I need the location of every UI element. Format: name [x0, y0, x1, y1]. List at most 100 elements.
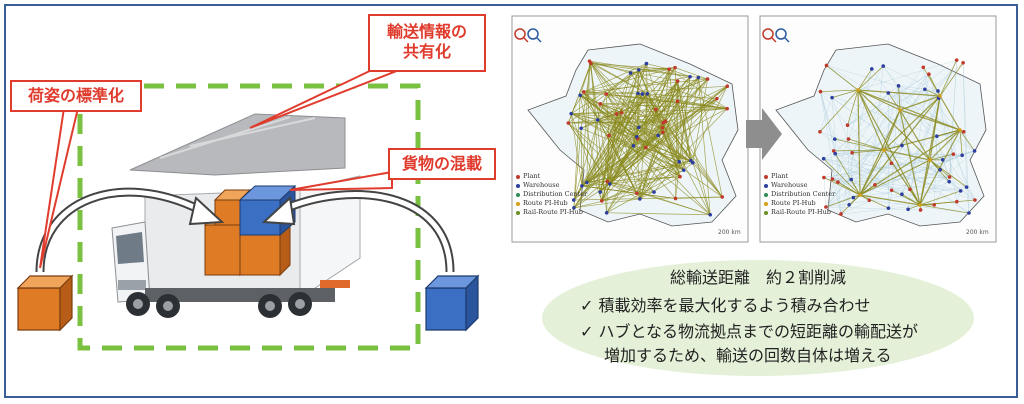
- route-line: [586, 108, 728, 183]
- route-line: [590, 62, 670, 70]
- node-marker: [628, 71, 633, 75]
- route-line: [939, 95, 961, 131]
- route-line: [605, 93, 637, 138]
- node-marker: [579, 126, 583, 131]
- node-marker: [604, 211, 609, 215]
- route-line: [835, 153, 963, 156]
- route-line: [579, 95, 603, 201]
- route-line: [907, 204, 921, 210]
- route-line: [645, 147, 711, 216]
- zoom-in-icon[interactable]: [514, 28, 529, 43]
- node-marker: [839, 212, 843, 216]
- route-line: [583, 91, 638, 194]
- route-line: [898, 85, 901, 111]
- route-line: [636, 98, 717, 138]
- route-line: [823, 158, 903, 195]
- route-line: [857, 89, 921, 206]
- route-line: [568, 93, 607, 124]
- node-marker: [833, 151, 837, 156]
- node-marker: [619, 110, 624, 115]
- route-line: [901, 145, 976, 201]
- route-line: [919, 201, 957, 206]
- loose-blue-box: [424, 274, 480, 332]
- route-line: [859, 194, 921, 206]
- node-marker: [836, 180, 840, 184]
- route-line: [899, 109, 921, 206]
- legend-warehouse: Warehouse: [523, 181, 560, 189]
- node-marker: [675, 99, 680, 104]
- node-marker: [637, 125, 641, 130]
- route-line: [586, 61, 590, 183]
- zoom-out-icon[interactable]: [775, 28, 790, 43]
- route-line: [929, 159, 967, 188]
- node-marker: [673, 65, 677, 70]
- summary-block: 総輸送距離 約２割削減 ✓ 積載効率を最大化するよう積み合わせ ✓ ハブとなる物…: [548, 254, 968, 378]
- route-line: [608, 135, 638, 194]
- route-line: [637, 109, 657, 139]
- route-line: [834, 138, 885, 151]
- summary-ellipse: [542, 260, 974, 376]
- route-line: [823, 177, 861, 196]
- node-marker: [867, 198, 872, 203]
- node-marker: [850, 150, 854, 155]
- route-line: [573, 128, 582, 208]
- node-marker: [954, 58, 959, 62]
- node-marker: [900, 143, 904, 148]
- callout-mixed-loading-text: 貨物の混載: [401, 154, 482, 173]
- route-line: [833, 149, 885, 152]
- route-line: [571, 113, 663, 133]
- node-marker: [849, 177, 854, 182]
- node-marker: [607, 182, 612, 186]
- legend-distribution-center: Distribution Center: [523, 190, 588, 198]
- node-marker: [947, 175, 952, 179]
- legend-distribution-center: Distribution Center: [771, 190, 836, 198]
- route-line: [847, 89, 859, 126]
- route-line: [956, 190, 961, 202]
- route-line: [677, 81, 692, 161]
- route-line: [600, 103, 728, 109]
- node-marker: [688, 74, 692, 79]
- node-marker: [580, 184, 584, 188]
- route-line: [606, 69, 640, 95]
- route-line: [590, 62, 648, 95]
- route-line: [820, 91, 848, 126]
- map-legend-after: Plant Warehouse Distribution Center Rout…: [764, 172, 835, 217]
- node-marker: [818, 129, 822, 134]
- route-line: [883, 149, 892, 164]
- route-line: [571, 109, 656, 115]
- map-scale-after: 200 km: [966, 229, 989, 236]
- route-line: [683, 162, 694, 171]
- node-marker: [964, 185, 969, 189]
- route-line: [847, 125, 970, 214]
- route-line: [662, 69, 670, 123]
- route-line: [826, 65, 943, 161]
- node-marker: [845, 123, 850, 128]
- route-line: [639, 85, 728, 200]
- route-line: [820, 89, 859, 92]
- route-line: [823, 177, 827, 208]
- legend-warehouse: Warehouse: [771, 181, 808, 189]
- route-line: [639, 108, 728, 200]
- node-marker: [824, 205, 828, 209]
- zoom-in-icon[interactable]: [762, 28, 777, 43]
- route-line: [859, 149, 885, 196]
- route-line: [590, 62, 678, 82]
- route-line: [909, 189, 921, 206]
- route-line: [924, 88, 941, 97]
- route-line: [825, 206, 921, 211]
- route-line: [901, 60, 957, 195]
- zoom-out-icon[interactable]: [527, 28, 542, 43]
- node-marker: [595, 118, 600, 122]
- node-marker: [921, 65, 926, 70]
- route-line: [887, 92, 901, 111]
- route-line: [869, 199, 969, 214]
- route-line: [675, 76, 691, 199]
- route-line: [639, 176, 681, 200]
- route-line: [674, 67, 708, 80]
- route-line: [934, 176, 950, 206]
- node-marker: [881, 64, 886, 68]
- node-marker: [598, 102, 603, 106]
- legend-plant: Plant: [523, 172, 541, 180]
- route-line: [581, 185, 676, 199]
